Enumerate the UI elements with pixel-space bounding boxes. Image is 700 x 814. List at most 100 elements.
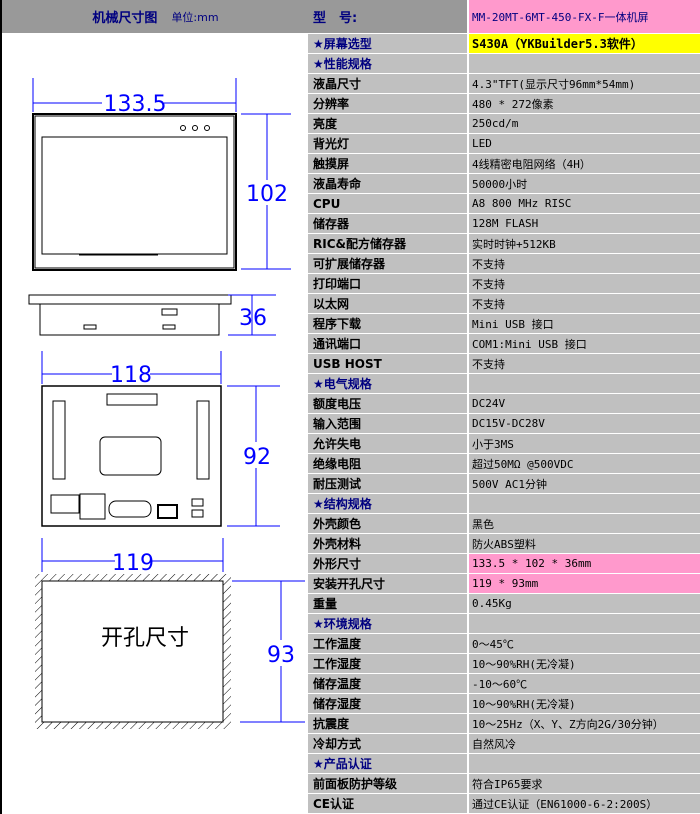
spec-row: 外壳材料防火ABS塑料 bbox=[308, 534, 700, 554]
spec-value bbox=[469, 614, 700, 633]
spec-row: 允许失电小于3MS bbox=[308, 434, 700, 454]
spec-row: 可扩展储存器不支持 bbox=[308, 254, 700, 274]
spec-value: MM-20MT-6MT-450-FX-F一体机屏 bbox=[469, 0, 700, 33]
spec-label: 储存器 bbox=[308, 214, 469, 233]
cutout-label: 开孔尺寸 bbox=[101, 626, 189, 651]
spec-value: 小于3MS bbox=[469, 434, 700, 453]
section-header-row: ★环境规格 bbox=[308, 614, 700, 634]
back-dimension-lines bbox=[41, 351, 280, 527]
spec-label: 液晶尺寸 bbox=[308, 74, 469, 93]
spec-value: 超过50MΩ @500VDC bbox=[469, 454, 700, 473]
mechanical-drawing-panel: 机械尺寸图 单位:mm 133.5 102 36 bbox=[0, 0, 309, 814]
spec-row: CE认证通过CE认证（EN61000-6-2:200S） bbox=[308, 794, 700, 814]
spec-value: 10～90%RH(无冷凝) bbox=[469, 654, 700, 673]
spec-value: 119 * 93mm bbox=[469, 574, 700, 593]
spec-value: 自然风冷 bbox=[469, 734, 700, 753]
cutout-height-dim: 93 bbox=[267, 643, 295, 668]
spec-label: ★环境规格 bbox=[308, 614, 469, 633]
spec-label: CE认证 bbox=[308, 794, 469, 813]
front-width-dim: 133.5 bbox=[104, 92, 167, 117]
spec-value: 黑色 bbox=[469, 514, 700, 533]
spec-label: ★结构规格 bbox=[308, 494, 469, 513]
spec-value: A8 800 MHz RISC bbox=[469, 194, 700, 213]
spec-label: 亮度 bbox=[308, 114, 469, 133]
depth-dim: 36 bbox=[239, 306, 267, 331]
spec-label: ★电气规格 bbox=[308, 374, 469, 393]
spec-label: ★屏幕选型 bbox=[308, 34, 469, 53]
spec-label: 安装开孔尺寸 bbox=[308, 574, 469, 593]
spec-value bbox=[469, 754, 700, 773]
spec-value: S430A（YKBuilder5.3软件） bbox=[469, 34, 700, 53]
spec-label: 外壳颜色 bbox=[308, 514, 469, 533]
front-height-dim: 102 bbox=[246, 182, 288, 207]
drawing-header: 机械尺寸图 单位:mm bbox=[2, 0, 309, 33]
spec-label: 输入范围 bbox=[308, 414, 469, 433]
spec-value: 10～90%RH(无冷凝) bbox=[469, 694, 700, 713]
spec-row: 储存温度-10～60℃ bbox=[308, 674, 700, 694]
spec-value: 不支持 bbox=[469, 354, 700, 373]
spec-label: 储存温度 bbox=[308, 674, 469, 693]
spec-value: DC24V bbox=[469, 394, 700, 413]
spec-value: DC15V-DC28V bbox=[469, 414, 700, 433]
spec-label: ★性能规格 bbox=[308, 54, 469, 73]
spec-label: 重量 bbox=[308, 594, 469, 613]
spec-value: 50000小时 bbox=[469, 174, 700, 193]
spec-label: 分辨率 bbox=[308, 94, 469, 113]
spec-label: 前面板防护等级 bbox=[308, 774, 469, 793]
spec-value: 250cd/m bbox=[469, 114, 700, 133]
spec-label: 通讯端口 bbox=[308, 334, 469, 353]
spec-value: 0～45℃ bbox=[469, 634, 700, 653]
spec-value: 实时时钟+512KB bbox=[469, 234, 700, 253]
spec-value: -10～60℃ bbox=[469, 674, 700, 693]
spec-label: 储存湿度 bbox=[308, 694, 469, 713]
spec-label: 耐压测试 bbox=[308, 474, 469, 493]
spec-value bbox=[469, 374, 700, 393]
section-header-row: ★产品认证 bbox=[308, 754, 700, 774]
spec-value: 128M FLASH bbox=[469, 214, 700, 233]
spec-value: 133.5 * 102 * 36mm bbox=[469, 554, 700, 573]
spec-label: 允许失电 bbox=[308, 434, 469, 453]
spec-row: 绝缘电阻超过50MΩ @500VDC bbox=[308, 454, 700, 474]
spec-label: 打印端口 bbox=[308, 274, 469, 293]
section-header-row: ★结构规格 bbox=[308, 494, 700, 514]
spec-label: 绝缘电阻 bbox=[308, 454, 469, 473]
spec-value bbox=[469, 494, 700, 513]
back-height-dim: 92 bbox=[243, 445, 271, 470]
spec-label: 型 号: bbox=[308, 0, 469, 33]
spec-value: LED bbox=[469, 134, 700, 153]
side-view bbox=[28, 294, 232, 336]
front-dimension-lines bbox=[32, 78, 291, 270]
spec-label: 液晶寿命 bbox=[308, 174, 469, 193]
spec-label: 程序下载 bbox=[308, 314, 469, 333]
spec-row: 冷却方式自然风冷 bbox=[308, 734, 700, 754]
spec-label: 可扩展储存器 bbox=[308, 254, 469, 273]
spec-value: 通过CE认证（EN61000-6-2:200S） bbox=[469, 794, 700, 813]
spec-label: 冷却方式 bbox=[308, 734, 469, 753]
spec-value: 480 * 272像素 bbox=[469, 94, 700, 113]
spec-value: 不支持 bbox=[469, 274, 700, 293]
spec-label: 触摸屏 bbox=[308, 154, 469, 173]
spec-value: 10～25Hz（X、Y、Z方向2G/30分钟） bbox=[469, 714, 700, 733]
spec-value: COM1:Mini USB 接口 bbox=[469, 334, 700, 353]
cutout-width-dim: 119 bbox=[112, 551, 154, 576]
spec-value: 4线精密电阻网络（4H） bbox=[469, 154, 700, 173]
spec-label: 外壳材料 bbox=[308, 534, 469, 553]
